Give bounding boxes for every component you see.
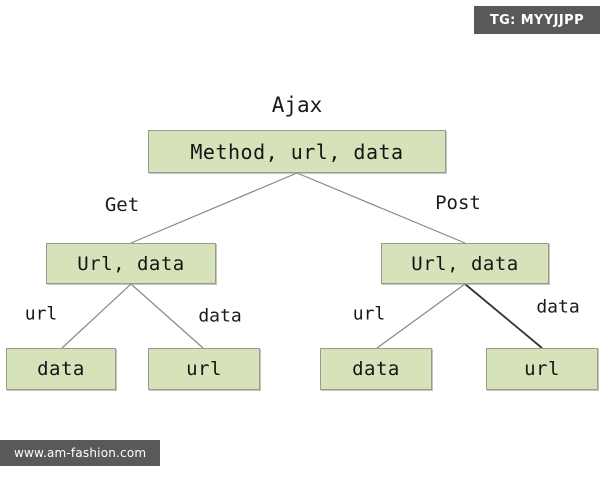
edge-label-post-right-data: data xyxy=(536,296,580,318)
node-get-leaf-2: url xyxy=(148,348,260,390)
node-post-mid: Url, data xyxy=(381,243,549,284)
edge-label-get: Get xyxy=(104,194,140,216)
edge-label-post-left-url: url xyxy=(352,303,386,325)
edge-post-to-url xyxy=(464,283,543,349)
watermark-top-right: TG: MYYJJPP xyxy=(473,6,600,34)
edge-get-to-data xyxy=(61,283,132,349)
edge-root-to-post xyxy=(296,172,466,244)
edge-label-post: Post xyxy=(435,192,481,214)
root-title-label: Ajax xyxy=(271,93,323,117)
edge-label-get-right-data: data xyxy=(198,305,242,327)
node-get-mid: Url, data xyxy=(46,243,216,284)
node-root: Method, url, data xyxy=(148,130,446,173)
edge-post-to-data xyxy=(376,283,466,349)
node-post-leaf-1: data xyxy=(320,348,432,390)
watermark-bottom-left: www.am-fashion.com xyxy=(0,440,161,466)
edge-label-get-left-url: url xyxy=(24,303,58,325)
edge-root-to-get xyxy=(130,172,298,244)
node-post-leaf-2: url xyxy=(486,348,598,390)
node-get-leaf-1: data xyxy=(6,348,116,390)
edge-get-to-url xyxy=(130,283,204,349)
